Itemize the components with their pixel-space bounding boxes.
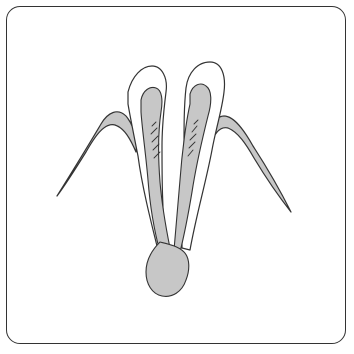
fused-apex xyxy=(146,242,189,296)
left-bone-crest xyxy=(57,112,137,196)
right-bone-crest xyxy=(208,116,291,212)
